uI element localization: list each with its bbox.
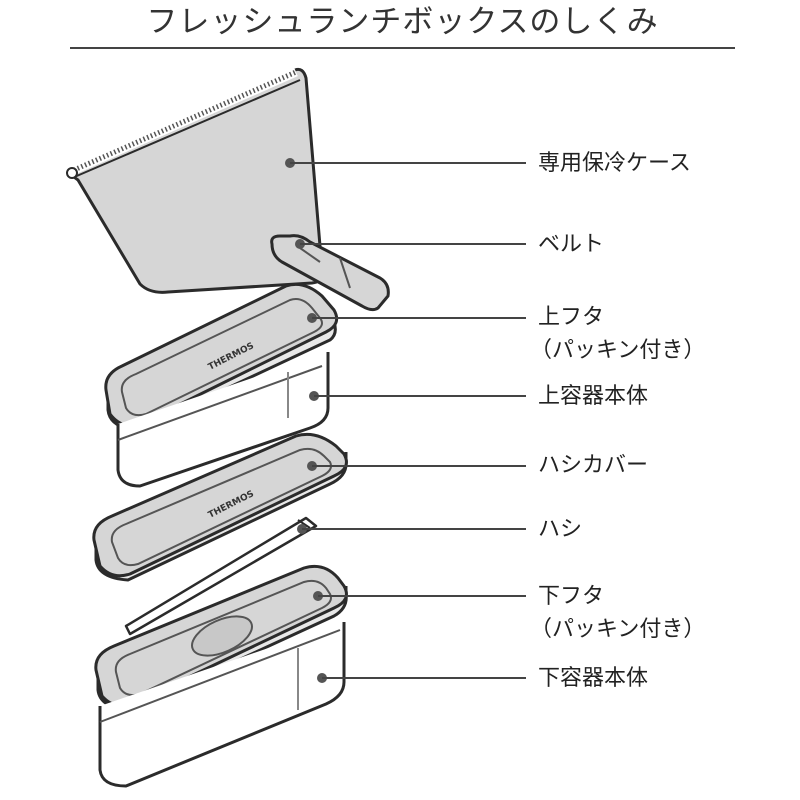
- belt-stripe-1: [299, 247, 321, 263]
- zipper-pull: [66, 167, 78, 179]
- title-underline: [70, 47, 735, 49]
- leader-upper-lid: [307, 313, 526, 323]
- upper-lid: THERMOS: [104, 282, 339, 432]
- lower-container: [98, 622, 346, 788]
- label-lower-lid-note: （パッキン付き）: [530, 617, 706, 642]
- chopstick-1: [124, 516, 318, 636]
- label-lower-container: 下容器本体: [538, 666, 649, 691]
- cooler-case-zipper-teeth: [72, 69, 298, 173]
- label-lower-lid: 下フタ: [538, 584, 605, 609]
- cooler-case-zipper-edge: [71, 79, 301, 179]
- upper-container-shell: [116, 352, 330, 488]
- chopstick-cover: THERMOS: [92, 432, 348, 582]
- chopstick-2: [297, 519, 311, 529]
- chopsticks: [124, 516, 318, 636]
- lower-container-shell: [98, 622, 346, 788]
- leader-lines: [285, 158, 526, 683]
- leader-upper-container: [309, 391, 526, 401]
- leader-cooler-case: [285, 158, 526, 168]
- label-chopstick-cover: ハシカバー: [538, 453, 649, 478]
- leader-lower-container: [317, 673, 526, 683]
- cooler-case-body: [68, 67, 324, 294]
- diagram-title: フレッシュランチボックスのしくみ: [146, 4, 659, 40]
- lower-container-rim: [99, 629, 341, 723]
- upper-container: [116, 352, 330, 488]
- label-upper-lid: 上フタ: [538, 305, 605, 330]
- label-chopsticks: ハシ: [538, 517, 583, 542]
- lower-lid-hollow: [191, 615, 253, 657]
- belt-band: [270, 234, 390, 312]
- lower-lid-inset: [114, 579, 332, 697]
- label-belt: ベルト: [538, 232, 605, 257]
- label-cooler-case: 専用保冷ケース: [538, 151, 691, 176]
- leader-belt: [295, 239, 526, 249]
- leader-chopstick-cover: [307, 461, 526, 471]
- label-upper-container: 上容器本体: [538, 384, 649, 409]
- belt-stripe-2: [339, 257, 351, 289]
- leader-chopsticks: [297, 524, 526, 534]
- lower-lid: [94, 564, 348, 712]
- chopstick-cover-top: [92, 432, 348, 578]
- leader-lower-lid: [313, 591, 526, 601]
- label-upper-lid-note: （パッキン付き）: [530, 338, 706, 363]
- belt: [270, 234, 390, 312]
- chopstick-cover-inset: [110, 447, 332, 567]
- cooler-case: [66, 67, 324, 294]
